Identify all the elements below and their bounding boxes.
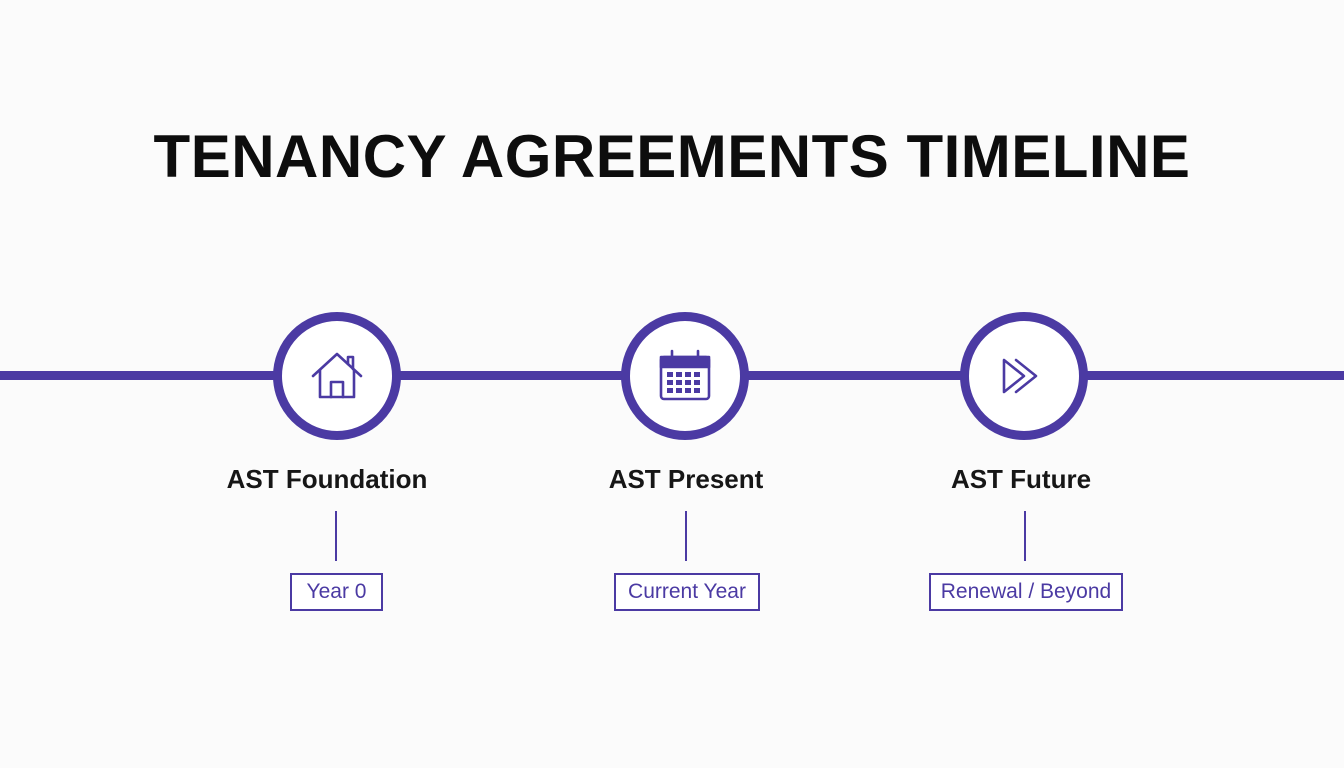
double-chevron-right-icon bbox=[1002, 358, 1038, 394]
calendar-icon bbox=[659, 349, 711, 401]
house-icon bbox=[311, 352, 363, 399]
milestone-label-future: AST Future bbox=[950, 464, 1092, 494]
diagram-title: TENANCY AGREEMENTS TIMELINE bbox=[153, 123, 1191, 190]
milestone-circle-future bbox=[960, 312, 1088, 440]
connector-present bbox=[685, 511, 687, 561]
period-box-foundation: Year 0 bbox=[290, 573, 383, 611]
period-box-present: Current Year bbox=[614, 573, 760, 611]
milestone-circle-foundation bbox=[273, 312, 401, 440]
milestone-label-foundation: AST Foundation bbox=[226, 464, 428, 494]
milestone-circle-present bbox=[621, 312, 749, 440]
connector-foundation bbox=[335, 511, 337, 561]
period-box-future: Renewal / Beyond bbox=[929, 573, 1123, 611]
milestone-label-present: AST Present bbox=[608, 464, 764, 494]
connector-future bbox=[1024, 511, 1026, 561]
